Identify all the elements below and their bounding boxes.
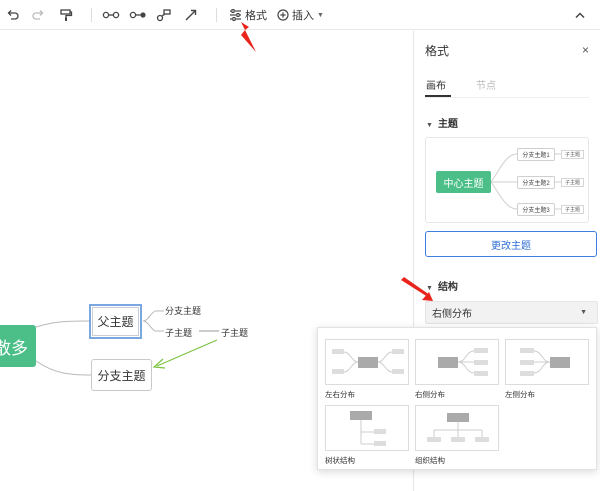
preview-sub-3: 子主题 [561, 205, 584, 214]
summary-icon [156, 9, 171, 22]
structure-option-label: 树状结构 [325, 456, 355, 465]
arrow-diagonal-icon [185, 9, 197, 21]
triangle-down-icon: ▼ [426, 122, 433, 129]
branch-topic-node[interactable]: 分支主题 [91, 359, 152, 391]
structure-option-left-right[interactable]: 左右分布 [325, 339, 409, 400]
connector-lines [35, 310, 219, 376]
close-icon[interactable]: × [582, 43, 590, 57]
parent-topic-text: 父主题 [97, 315, 134, 329]
structure-option-label: 左侧分布 [505, 390, 535, 399]
theme-section-header[interactable]: ▼ 主题 [426, 115, 458, 130]
undo-button[interactable] [5, 5, 21, 25]
branch-topic-text: 分支主题 [97, 368, 146, 383]
structure-option-left[interactable]: 左侧分布 [505, 339, 589, 400]
preview-branch-2: 分支主题2 [517, 176, 555, 189]
plus-circle-icon [277, 9, 289, 21]
format-painter-button[interactable] [57, 5, 75, 25]
connector-button[interactable] [183, 5, 199, 25]
triangle-down-icon: ▼ [426, 285, 433, 292]
left-right-layout-icon [332, 349, 404, 374]
collapse-toolbar-button[interactable] [573, 5, 587, 25]
structure-option-label: 组织结构 [415, 456, 445, 465]
relation-icon [129, 11, 146, 19]
root-topic-node[interactable]: 散多 [0, 325, 36, 367]
relation-button[interactable] [128, 5, 148, 25]
preview-branch-3: 分支主题3 [517, 203, 555, 216]
theme-preview-lines [490, 153, 561, 210]
link-icon [102, 11, 120, 19]
structure-option-label: 右侧分布 [415, 390, 445, 399]
preview-sub-1: 子主题 [561, 150, 584, 159]
chevron-down-icon: ▼ [580, 309, 587, 316]
sliders-icon [230, 9, 241, 21]
undo-icon [7, 10, 19, 20]
structure-option-org[interactable]: 组织结构 [415, 405, 499, 466]
tab-node[interactable]: 节点 [476, 81, 496, 92]
tab-canvas[interactable]: 画布 [426, 81, 446, 92]
redo-button[interactable] [30, 5, 46, 25]
structure-option-tree[interactable]: 树状结构 [325, 405, 409, 466]
active-tab-indicator [425, 95, 451, 97]
format-button[interactable]: 格式 [229, 5, 267, 25]
root-topic-text: 散多 [0, 338, 28, 358]
toolbar-divider [91, 8, 92, 22]
redo-icon [32, 10, 44, 20]
right-layout-icon [438, 348, 488, 376]
insert-button[interactable]: 插入 ▼ [277, 5, 324, 25]
structure-select[interactable]: 右侧分布 ▼ [425, 301, 598, 324]
structure-option-label: 左右分布 [325, 390, 355, 399]
structure-select-value: 右侧分布 [432, 309, 472, 320]
tree-layout-icon [350, 411, 386, 446]
panel-title: 格式 [425, 44, 450, 58]
parent-topic-node[interactable]: 父主题 [89, 304, 142, 339]
format-painter-icon [60, 9, 73, 21]
insert-label: 插入 [292, 10, 314, 22]
org-chart-layout-icon [427, 413, 489, 442]
chevron-up-icon [575, 12, 585, 19]
toolbar: 格式 插入 ▼ [0, 0, 600, 30]
child-topic-2[interactable]: 子主题 [221, 328, 249, 338]
theme-section-label: 主题 [437, 119, 458, 130]
structure-dropdown: 左右分布 右侧分布 左侧分布 树状 [317, 327, 597, 470]
preview-branch-1: 分支主题1 [517, 148, 555, 161]
preview-sub-2: 子主题 [561, 178, 584, 187]
change-theme-button[interactable]: 更改主题 [425, 231, 597, 257]
theme-preview[interactable]: 中心主题 分支主题1 分支主题2 分支主题3 子主题 子主题 子主题 [425, 137, 589, 223]
summary-button[interactable] [155, 5, 173, 25]
structure-section-label: 结构 [437, 282, 458, 293]
left-layout-icon [520, 348, 570, 376]
child-topic-1[interactable]: 子主题 [165, 328, 193, 338]
tab-divider [425, 97, 589, 98]
structure-section-header[interactable]: ▼ 结构 [426, 278, 458, 293]
preview-center-topic: 中心主题 [436, 171, 491, 193]
toolbar-divider [216, 8, 217, 22]
structure-option-right[interactable]: 右侧分布 [415, 339, 499, 400]
chevron-down-icon: ▼ [317, 11, 324, 19]
sub-branch-topic[interactable]: 分支主题 [165, 306, 202, 316]
link-topic-button[interactable] [101, 5, 121, 25]
format-label: 格式 [245, 10, 267, 22]
